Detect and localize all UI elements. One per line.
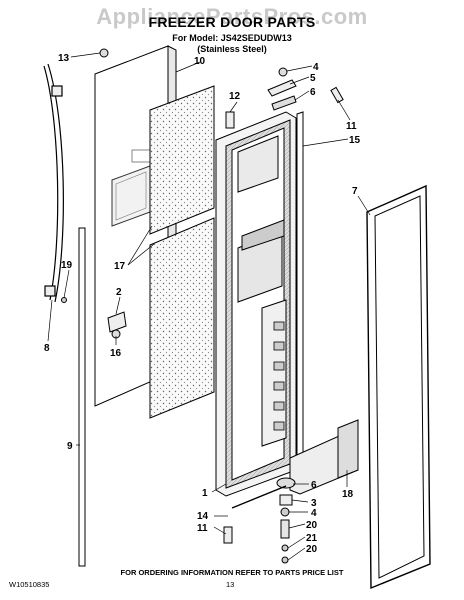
finish-label: (Stainless Steel) [197,44,267,54]
callout-17: 17 [114,261,126,272]
callout-16: 16 [110,348,122,359]
diagram-title: FREEZER DOOR PARTS [148,14,316,30]
callout-18: 18 [342,489,354,500]
model-number: For Model: JS42SEDUDW13 [172,33,292,43]
watermark: AppliancePartsPros.com [96,4,368,29]
callout-9: 9 [67,441,73,452]
door-gasket [366,184,431,590]
page-number: 13 [226,580,235,589]
callout-11-bottom: 11 [197,523,208,534]
callout-7: 7 [352,186,358,197]
door-handle [43,63,64,303]
callout-4-bottom: 4 [311,508,317,519]
trim-strip [296,111,304,473]
callout-19: 19 [61,260,73,271]
callout-labels: 13 10 4 5 12 6 11 15 7 17 19 2 8 16 9 6 … [44,53,361,555]
callout-12: 12 [229,91,241,102]
callout-2: 2 [116,287,122,298]
callout-20-lower: 20 [306,544,318,555]
callout-6-bottom: 6 [311,480,317,491]
top-hinge-parts [61,48,344,544]
insulation-pads [149,85,215,419]
callout-14: 14 [197,511,209,522]
bottom-hinge-parts [276,419,359,564]
callout-13: 13 [58,53,70,64]
leader-lines [47,52,371,561]
callout-15: 15 [349,135,361,146]
callout-21: 21 [306,533,318,544]
callout-1: 1 [202,488,208,499]
callout-8: 8 [44,343,50,354]
callout-6-top: 6 [310,87,316,98]
callout-5: 5 [310,73,316,84]
callout-20-upper: 20 [306,520,318,531]
inner-door-liner [215,111,297,497]
document-number: W10510835 [9,580,50,589]
callout-4-top: 4 [313,62,319,73]
callout-10: 10 [194,56,206,67]
shelf-brackets [273,321,285,431]
gasket-strip [78,227,86,567]
callout-11-top: 11 [346,121,357,132]
ordering-note: FOR ORDERING INFORMATION REFER TO PARTS … [120,568,344,577]
callout-3: 3 [311,498,317,509]
